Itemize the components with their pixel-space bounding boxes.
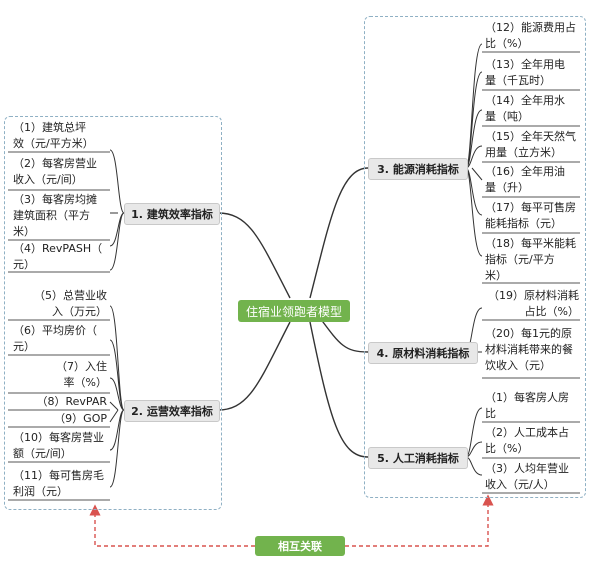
leaf-item: （2）每客房营业收入（元/间）: [13, 157, 97, 186]
bracket-c2: [109, 305, 125, 488]
bracket-c3: [465, 43, 483, 257]
leaf-item: （16）全年用油量（升）: [485, 165, 565, 194]
leaf-item: （1）每客房人房比: [485, 391, 569, 420]
leaf-item: （13）全年用电量（千瓦时）: [485, 58, 565, 87]
relation-arrow-right: [345, 494, 494, 547]
category-energy-consumption: 3. 能源消耗指标: [368, 158, 468, 180]
category-operation-efficiency: 2. 运营效率指标: [124, 400, 220, 422]
leaf-item: （5）总营业收入（万元）: [34, 289, 107, 318]
leaf-item: （3）人均年营业收入（元/人）: [485, 462, 569, 491]
leaf-item: （8）RevPAR: [36, 395, 107, 408]
right-group-border: [364, 16, 586, 498]
leaf-item: （19）原材料消耗占比（%）: [488, 289, 579, 318]
leaf-item: （1）建筑总坪效（元/平方米）: [13, 121, 94, 150]
category-building-efficiency: 1. 建筑效率指标: [124, 203, 220, 225]
edge-root-c1: [217, 212, 291, 299]
left-group-border: [4, 116, 222, 510]
bracket-c1: [109, 149, 125, 271]
leaf-item: （10）每客房营业额（元/间）: [13, 431, 104, 460]
leaf-item: （9）GOP: [54, 412, 107, 425]
leaf-item: （7）入住率（%）: [56, 360, 107, 389]
edge-root-c2: [217, 321, 291, 411]
leaf-item: （12）能源费用占比（%）: [485, 21, 576, 50]
edge-root-c3: [309, 167, 369, 299]
relation-arrow-left: [89, 504, 255, 547]
category-material-consumption: 4. 原材料消耗指标: [368, 342, 478, 364]
leaf-item: （14）全年用水量（吨）: [485, 94, 565, 123]
leaf-item: （11）每可售房毛利润（元）: [13, 469, 104, 498]
leaf-item: （15）全年天然气用量（立方米）: [485, 130, 576, 159]
category-labor-consumption: 5. 人工消耗指标: [368, 447, 468, 469]
leaf-item: （2）人工成本占比（%）: [485, 426, 569, 455]
relation-label: 相互关联: [255, 536, 345, 556]
root-node: 住宿业领跑者模型: [238, 300, 350, 322]
leaf-item: （18）每平米能耗指标（元/平方米）: [485, 237, 576, 282]
leaf-item: （4）RevPASH（元）: [13, 242, 103, 271]
edge-root-c4: [319, 317, 369, 353]
leaf-item: （17）每平可售房能耗指标（元）: [485, 201, 576, 230]
leaf-item: （3）每客房均摊建筑面积（平方米）: [13, 193, 97, 238]
edge-root-c5: [309, 321, 369, 458]
leaf-item: （20）每1元的原材料消耗带来的餐饮收入（元）: [485, 327, 573, 372]
leaf-item: （6）平均房价（元）: [13, 324, 97, 353]
